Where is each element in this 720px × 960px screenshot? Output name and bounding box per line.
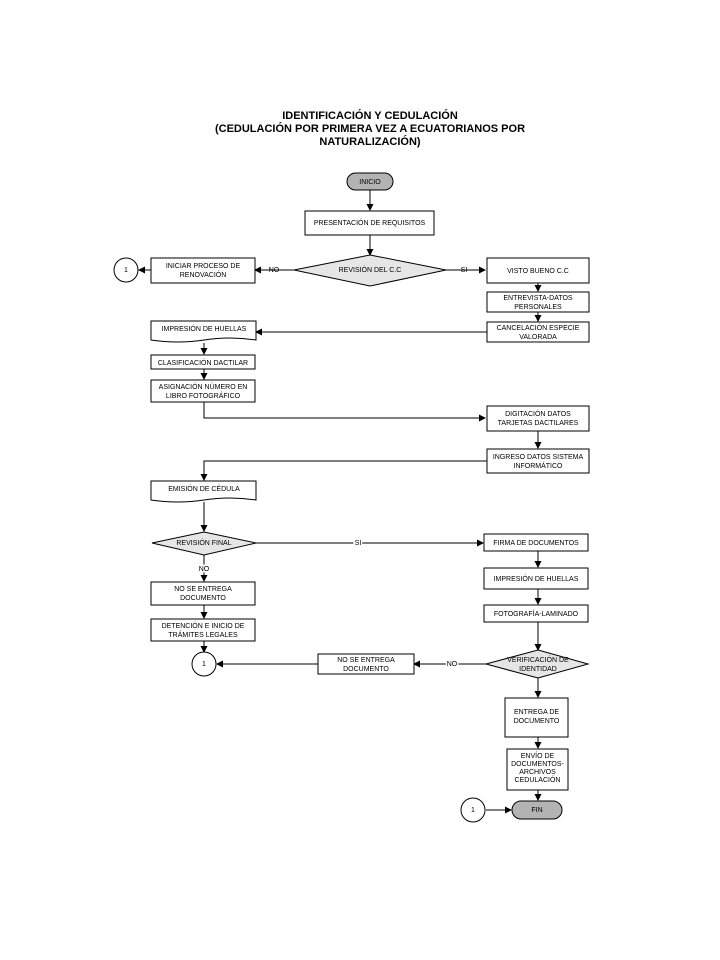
end-terminal — [511, 800, 563, 820]
document-impresion-huellas — [150, 320, 257, 343]
decision-verificacion — [484, 649, 590, 679]
connector-1-middle — [191, 651, 217, 677]
label-revision-cc-no: NO — [269, 267, 280, 274]
step-detencion-label-1: DETENCIÓN E INICIO DE — [162, 621, 245, 630]
step-impresion-huellas-right-label: IMPRESIÓN DE HUELLAS — [494, 574, 579, 583]
step-no-entrega-left-label-2: DOCUMENTO — [180, 595, 226, 602]
step-firma — [483, 533, 589, 552]
step-fotografia-label: FOTOGRAFÍA-LAMINADO — [494, 609, 579, 618]
decision-verificacion-label-1: VERIFICACIÓN DE — [507, 655, 569, 664]
step-visto-bueno-label: VISTO BUENO C.C — [507, 268, 569, 275]
step-no-entrega-left-label-1: NO SE ENTREGA — [174, 586, 232, 593]
step-no-entrega-middle — [317, 653, 415, 675]
step-entrevista-label-2: PERSONALES — [514, 304, 562, 311]
step-entrega-label-2: DOCUMENTO — [514, 718, 560, 725]
step-detencion — [150, 618, 256, 642]
title-line-3: NATURALIZACIÓN) — [319, 136, 421, 148]
step-digitacion — [486, 405, 590, 432]
step-iniciar-renovacion-label-2: RENOVACIÓN — [180, 270, 227, 279]
start-label: INICIO — [359, 179, 381, 186]
connector-1-top-label: 1 — [124, 267, 128, 274]
step-presentacion — [304, 210, 435, 236]
step-firma-label: FIRMA DE DOCUMENTOS — [493, 540, 579, 547]
step-no-entrega-middle-label-1: NO SE ENTREGA — [337, 657, 395, 664]
step-entrevista-label-1: ENTREVISTA-DATOS — [503, 295, 573, 302]
step-cancelacion-label-1: CANCELACIÓN ESPECIE — [497, 323, 580, 332]
step-iniciar-renovacion — [150, 257, 256, 284]
step-visto-bueno — [486, 257, 590, 284]
connector-1-bottom-label: 1 — [471, 807, 475, 814]
step-envio — [506, 748, 569, 791]
step-asignacion — [150, 379, 256, 403]
document-emision-cedula-label: EMISIÓN DE CÉDULA — [168, 484, 240, 493]
step-envio-label-1: ENVÍO DE — [521, 751, 555, 760]
decision-verificacion-label-2: IDENTIDAD — [519, 666, 557, 673]
decision-revision-final-label: REVISIÓN FINAL — [176, 538, 231, 547]
label-revision-final-si: SI — [355, 540, 362, 547]
step-ingreso-label-2: INFORMÁTICO — [514, 461, 564, 470]
step-iniciar-renovacion-label-1: INICIAR PROCESO DE — [166, 263, 241, 270]
edge-asignacion-digitacion — [203, 402, 486, 422]
decision-revision-cc-label: REVISIÓN DEL C.C — [339, 265, 402, 274]
decision-revision-cc — [293, 254, 447, 287]
step-entrega — [504, 697, 569, 738]
connector-1-bottom — [460, 797, 486, 823]
step-envio-label-3: ARCHIVOS — [519, 769, 556, 776]
step-digitacion-label-1: DIGITACIÓN DATOS — [505, 409, 571, 418]
label-verificacion-no: NO — [447, 661, 458, 668]
step-fotografia — [483, 604, 589, 623]
step-detencion-label-2: TRÁMITES LEGALES — [168, 630, 238, 639]
step-impresion-huellas-right — [483, 567, 589, 590]
label-revision-cc-si: SI — [461, 267, 468, 274]
step-envio-label-2: DOCUMENTOS- — [511, 761, 564, 768]
connector-1-middle-label: 1 — [202, 661, 206, 668]
step-no-entrega-middle-label-2: DOCUMENTO — [343, 666, 389, 673]
title-line-1: IDENTIFICACIÓN Y CEDULACIÓN — [282, 110, 458, 122]
step-entrevista — [486, 291, 590, 313]
step-digitacion-label-2: TARJETAS DACTILARES — [498, 420, 579, 427]
decision-revision-final — [151, 531, 257, 556]
title-line-2: (CEDULACIÓN POR PRIMERA VEZ A ECUATORIAN… — [214, 123, 526, 135]
edge-ingreso-emision — [200, 460, 487, 481]
step-ingreso — [486, 448, 590, 474]
step-ingreso-label-1: INGRESO DATOS SISTEMA — [493, 454, 584, 461]
connector-1-top — [113, 257, 139, 283]
document-impresion-huellas-label: IMPRESIÓN DE HUELLAS — [162, 324, 247, 333]
step-entrega-label-1: ENTREGA DE — [514, 709, 559, 716]
step-asignacion-label-1: ASIGNACIÓN NÚMERO EN — [159, 382, 248, 391]
step-clasificacion — [150, 354, 256, 370]
step-envio-label-4: CEDULACIÓN — [515, 775, 561, 784]
step-asignacion-label-2: LIBRO FOTOGRÁFICO — [166, 391, 241, 400]
step-clasificacion-label: CLASIFICACIÓN DACTILAR — [158, 358, 248, 367]
diagram-title: IDENTIFICACIÓN Y CEDULACIÓN (CEDULACIÓN … — [160, 110, 580, 149]
start-terminal — [346, 172, 394, 191]
document-emision-cedula — [150, 480, 257, 503]
step-cancelacion — [486, 321, 590, 343]
end-label: FIN — [531, 807, 542, 814]
step-presentacion-label: PRESENTACIÓN DE REQUISITOS — [314, 218, 426, 227]
step-no-entrega-left — [150, 581, 256, 606]
label-revision-final-no: NO — [199, 566, 210, 573]
edge-labels: NO SI SI NO NO — [197, 267, 468, 670]
step-cancelacion-label-2: VALORADA — [519, 334, 557, 341]
edges — [138, 190, 542, 814]
